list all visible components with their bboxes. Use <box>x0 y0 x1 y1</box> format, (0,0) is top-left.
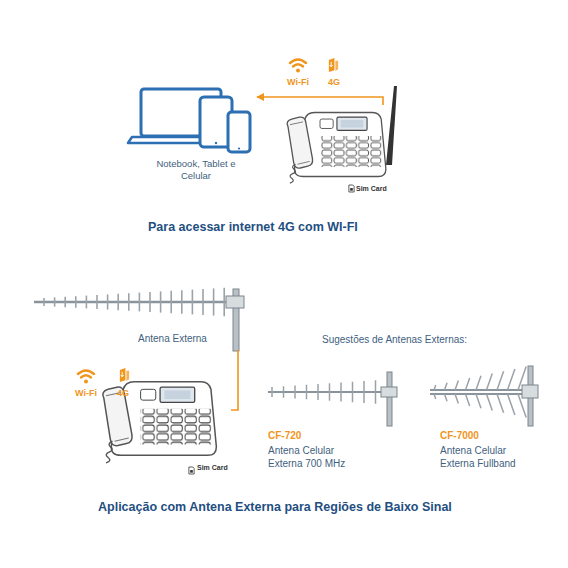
antenna-element <box>86 296 88 309</box>
external-antenna-box: Antena Externa <box>30 286 246 350</box>
antenna-element <box>466 394 470 406</box>
antenna-element <box>518 394 526 417</box>
antenna-element <box>455 380 458 390</box>
antenna-element <box>213 288 215 315</box>
antenna-element <box>317 384 319 400</box>
antenna-element <box>518 367 526 390</box>
wifi-label: Wi-Fi <box>287 77 309 88</box>
lte-icon <box>329 58 338 72</box>
antenna-element <box>434 385 436 390</box>
antenna-name: Antena Externa <box>138 333 207 346</box>
section-caption: Aplicação com Antena Externa para Regiõe… <box>98 500 452 515</box>
antenna-element <box>508 394 515 415</box>
section-caption: Para acessar internet 4G com WI-FI <box>148 220 358 235</box>
model-code: CF-720 <box>268 430 301 443</box>
antenna-element <box>128 293 130 311</box>
antenna-element <box>508 369 515 390</box>
antenna-element <box>96 295 98 309</box>
antenna-element <box>192 290 194 315</box>
antenna-element <box>306 385 308 400</box>
antenna-element <box>434 394 436 399</box>
antenna-element <box>497 371 504 390</box>
wifi-label: Wi-Fi <box>75 388 97 399</box>
antenna-element <box>352 382 354 403</box>
antenna-element <box>75 296 77 308</box>
device-caption: Notebook, Tablet e Celular <box>150 158 242 182</box>
yagi-antenna <box>268 372 397 426</box>
sim-card-label: Sim Card <box>356 185 387 194</box>
wifi-icon <box>290 60 306 73</box>
antenna-element <box>170 291 172 313</box>
antenna-element <box>271 387 273 397</box>
model-description: Antena Celular Externa Fullband <box>440 445 528 470</box>
antenna-element <box>149 292 151 312</box>
antenna-element <box>476 376 481 390</box>
antenna-element <box>117 294 119 310</box>
antenna-element <box>340 383 342 402</box>
antenna-element <box>466 378 470 390</box>
lte-label: 4G <box>328 77 340 88</box>
antenna-cable <box>231 350 238 410</box>
section-heading: Sugestões de Antenas Externas: <box>322 334 467 346</box>
antenna-element <box>294 386 296 399</box>
antenna-element <box>363 381 365 403</box>
desk-phone-box: Sim Card <box>285 105 393 198</box>
antenna-element <box>139 293 141 312</box>
antenna-element <box>43 298 45 306</box>
antenna-element <box>497 394 504 413</box>
antenna-element <box>455 394 458 404</box>
antenna-element <box>160 291 162 312</box>
log-periodic-antenna <box>430 366 538 426</box>
antenna-element <box>54 297 56 306</box>
antenna-suggestion: CF-7000Antena Celular Externa Fullband <box>426 362 540 473</box>
antenna-element <box>107 294 109 309</box>
sim-card-label: Sim Card <box>197 464 228 473</box>
model-description: Antena Celular Externa 700 MHz <box>268 445 356 470</box>
antenna-element <box>64 297 66 307</box>
antenna-suggestion: CF-720Antena Celular Externa 700 MHz <box>262 370 402 473</box>
devices-icon <box>128 89 250 152</box>
antenna-element <box>487 374 493 391</box>
signal-arrow <box>257 97 383 105</box>
antenna-element <box>476 394 481 408</box>
antenna-element <box>283 386 285 398</box>
desk-phone-box: Sim Card <box>95 368 231 480</box>
lte-icon <box>120 368 129 382</box>
antenna-element <box>202 289 204 315</box>
antenna-element <box>375 380 377 404</box>
model-code: CF-7000 <box>440 430 479 443</box>
wifi-icon <box>78 371 94 384</box>
desk-phone <box>103 382 217 474</box>
antenna-element <box>223 288 225 316</box>
lte-label: 4G <box>117 388 129 399</box>
devices-group: Notebook, Tablet e Celular <box>135 85 257 190</box>
antenna-element <box>329 383 331 401</box>
antenna-element <box>487 394 493 411</box>
desk-phone <box>287 86 397 192</box>
antenna-element <box>181 290 183 314</box>
antenna-element <box>445 383 448 390</box>
antenna-element <box>445 394 448 401</box>
yagi-antenna <box>34 288 244 351</box>
